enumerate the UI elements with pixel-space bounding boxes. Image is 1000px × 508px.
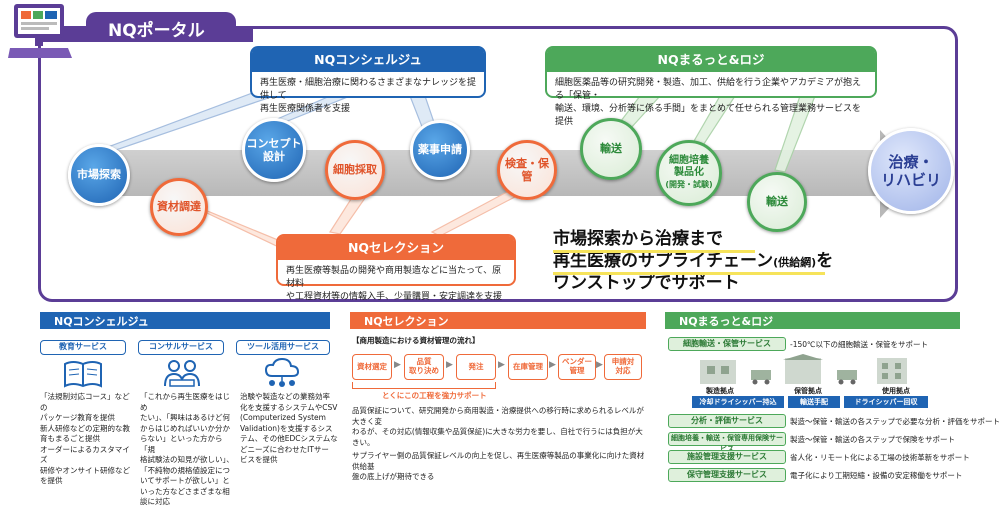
node-label: 輸送 [600, 142, 622, 156]
cloud-tools-icon [264, 357, 300, 387]
arrow-icon: ▶ [596, 360, 603, 370]
headline-line-1: 市場探索から治療まで [553, 229, 723, 249]
service-maintenance-desc: 電子化により工期短縮・設備の安定稼働をサポート [790, 471, 963, 480]
computer-icon [8, 4, 72, 58]
logistics-callout: NQまるっと&ロジ 細胞医薬品等の研究開発・製造、加工、供給を行う企業やアカデミ… [545, 46, 877, 127]
logistics-callout-title: NQまるっと&ロジ [547, 48, 875, 73]
node-label: コンセプト設計 [246, 136, 302, 163]
headline-underline-1 [553, 250, 755, 253]
node-label: 細胞採取 [333, 163, 377, 177]
node-material-procurement: 資材調達 [150, 178, 208, 236]
bottom-selection-title: NQセレクション [350, 312, 646, 328]
node-label: 薬事申請 [418, 143, 462, 157]
site-storage: 保管拠点 [794, 387, 822, 395]
divider [665, 328, 960, 329]
logistics-callout-text-1: 細胞医薬品等の研究開発・製造、加工、供給を行う企業やアカデミアが抱える「保管・ [555, 78, 862, 102]
arrow-icon: ▶ [446, 360, 453, 370]
flow-step-2: 品質取り決め [404, 354, 444, 380]
concierge-callout-title: NQコンシェルジュ [252, 48, 484, 73]
node-label: 検査・保管 [505, 156, 549, 183]
divider [40, 328, 330, 329]
node-cell-culture: 細胞培養製品化(開発・試験) [656, 140, 722, 206]
tools-description: 治験や製造などの業務効率化を支援するシステムやCSV (Computerized… [240, 392, 338, 464]
selection-callout: NQセレクション 再生医療等製品の開発や商用製造などに当たって、原材料 や工程資… [276, 234, 516, 302]
logistics-map [700, 354, 907, 385]
selection-callout-title: NQセレクション [278, 236, 514, 261]
flow-step-4: 在庫管理 [508, 354, 548, 380]
tag-transport-arrange: 輸送手配 [788, 396, 840, 408]
divider [350, 328, 646, 329]
node-cell-collection: 細胞採取 [325, 140, 385, 200]
connector-lines [97, 91, 816, 251]
concierge-callout: NQコンシェルジュ 再生医療・細胞治療に関わるさまざまなナレッジを提供して 再生… [250, 46, 486, 114]
logistics-callout-text-2: 輸送、環境、分析等に係る手間」をまとめて任せられる管理業務サービスを提供 [555, 104, 862, 128]
arrow-icon: ▶ [394, 360, 401, 370]
site-use: 使用拠点 [882, 387, 910, 395]
node-label: 資材調達 [157, 200, 201, 214]
flow-step-6: 申請対対応 [604, 354, 642, 380]
node-transport-2: 輸送 [747, 172, 807, 232]
service-facility: 施設管理支援サービス [668, 450, 786, 464]
selection-callout-text-2: や工程資材等の情報入手、少量購買・安定調達を支援 [286, 292, 503, 303]
node-label: 市場探索 [77, 168, 121, 182]
service-cell-transport: 細胞輸送・保管サービス [668, 337, 786, 351]
portal-title: NQポータル [86, 12, 236, 42]
people-icon [164, 360, 200, 387]
bottom-concierge-title: NQコンシェルジュ [40, 312, 330, 328]
arrow-icon: ▶ [549, 360, 556, 370]
node-market-research: 市場探索 [68, 144, 130, 206]
concierge-callout-text-1: 再生医療・細胞治療に関わるさまざまなナレッジを提供して [260, 78, 477, 102]
node-label: 細胞培養製品化(開発・試験) [665, 155, 713, 189]
bracket-label: とくにこの工程を強力サポート [382, 391, 487, 400]
flow-step-1: 資材選定 [352, 354, 392, 380]
pill-tools: ツール活用サービス [236, 340, 330, 355]
service-cell-transport-desc: -150℃以下の細胞輸送・保管をサポート [790, 340, 928, 349]
service-analysis-desc: 製造〜保管・輸送の各ステップで必要な分析・評価をサポート [790, 417, 1000, 426]
service-facility-desc: 省人化・リモート化による工場の技術革新をサポート [790, 453, 970, 462]
node-inspection-storage: 検査・保管 [497, 140, 557, 200]
headline-line-2: 再生医療のサプライチェーン(供給網)を [553, 251, 834, 272]
bracket [352, 382, 496, 389]
node-label: 輸送 [766, 195, 788, 209]
pill-education: 教育サービス [40, 340, 126, 355]
service-insurance: 細胞培養・輸送・保管専用保険サービス [668, 432, 786, 453]
service-insurance-desc: 製造〜保管・輸送の各ステップで保険をサポート [790, 435, 955, 444]
book-icon [64, 361, 102, 388]
tag-dryshipper-collect: ドライシッパー回収 [844, 396, 928, 408]
selection-bullets: 品質保証について、研究開発から商用製造・治療提供への移行時に求められるレベルが大… [352, 406, 645, 481]
tag-dryshipper-bring: 冷却ドライシッパー持込 [692, 396, 784, 408]
site-manufacturing: 製造拠点 [706, 387, 734, 395]
flow-title: 【商用製造における資材管理の流れ】 [352, 336, 480, 345]
bottom-logistics-title: NQまるっと&ロジ [665, 312, 960, 328]
consulting-description: 「これから再生医療をはじめたい」、「興味はあるけど何 からはじめればいいか分から… [140, 392, 234, 506]
flow-step-5: ベンダー管理 [558, 354, 596, 380]
headline-line-3: ワンストップでサポート [553, 273, 740, 294]
arrow-icon: ▶ [498, 360, 505, 370]
headline: 市場探索から治療まで 再生医療のサプライチェーン(供給網)を ワンストップでサポ… [553, 228, 833, 294]
node-transport-1: 輸送 [580, 118, 642, 180]
selection-callout-text-1: 再生医療等製品の開発や商用製造などに当たって、原材料 [286, 266, 502, 290]
concierge-callout-text-2: 再生医療関係者を支援 [260, 104, 351, 115]
node-treatment-rehab: 治療・リハビリ [868, 128, 954, 214]
education-description: 「法規制対応コース」などのパッケージ教育を提供 新人研修などの定期的な教育もまる… [40, 392, 130, 485]
node-regulatory-filing: 薬事申請 [410, 120, 470, 180]
flow-step-3: 発注 [456, 354, 496, 380]
node-label: 治療・リハビリ [880, 153, 941, 189]
material-flow: 資材選定 品質取り決め 発注 在庫管理 ベンダー管理 申請対対応 ▶ ▶ ▶ ▶… [352, 350, 642, 402]
node-concept-design: コンセプト設計 [242, 118, 306, 182]
service-maintenance: 保守管理支援サービス [668, 468, 786, 482]
service-analysis: 分析・評価サービス [668, 414, 786, 428]
headline-underline-2 [553, 272, 825, 275]
pill-consulting: コンサルサービス [138, 340, 224, 355]
